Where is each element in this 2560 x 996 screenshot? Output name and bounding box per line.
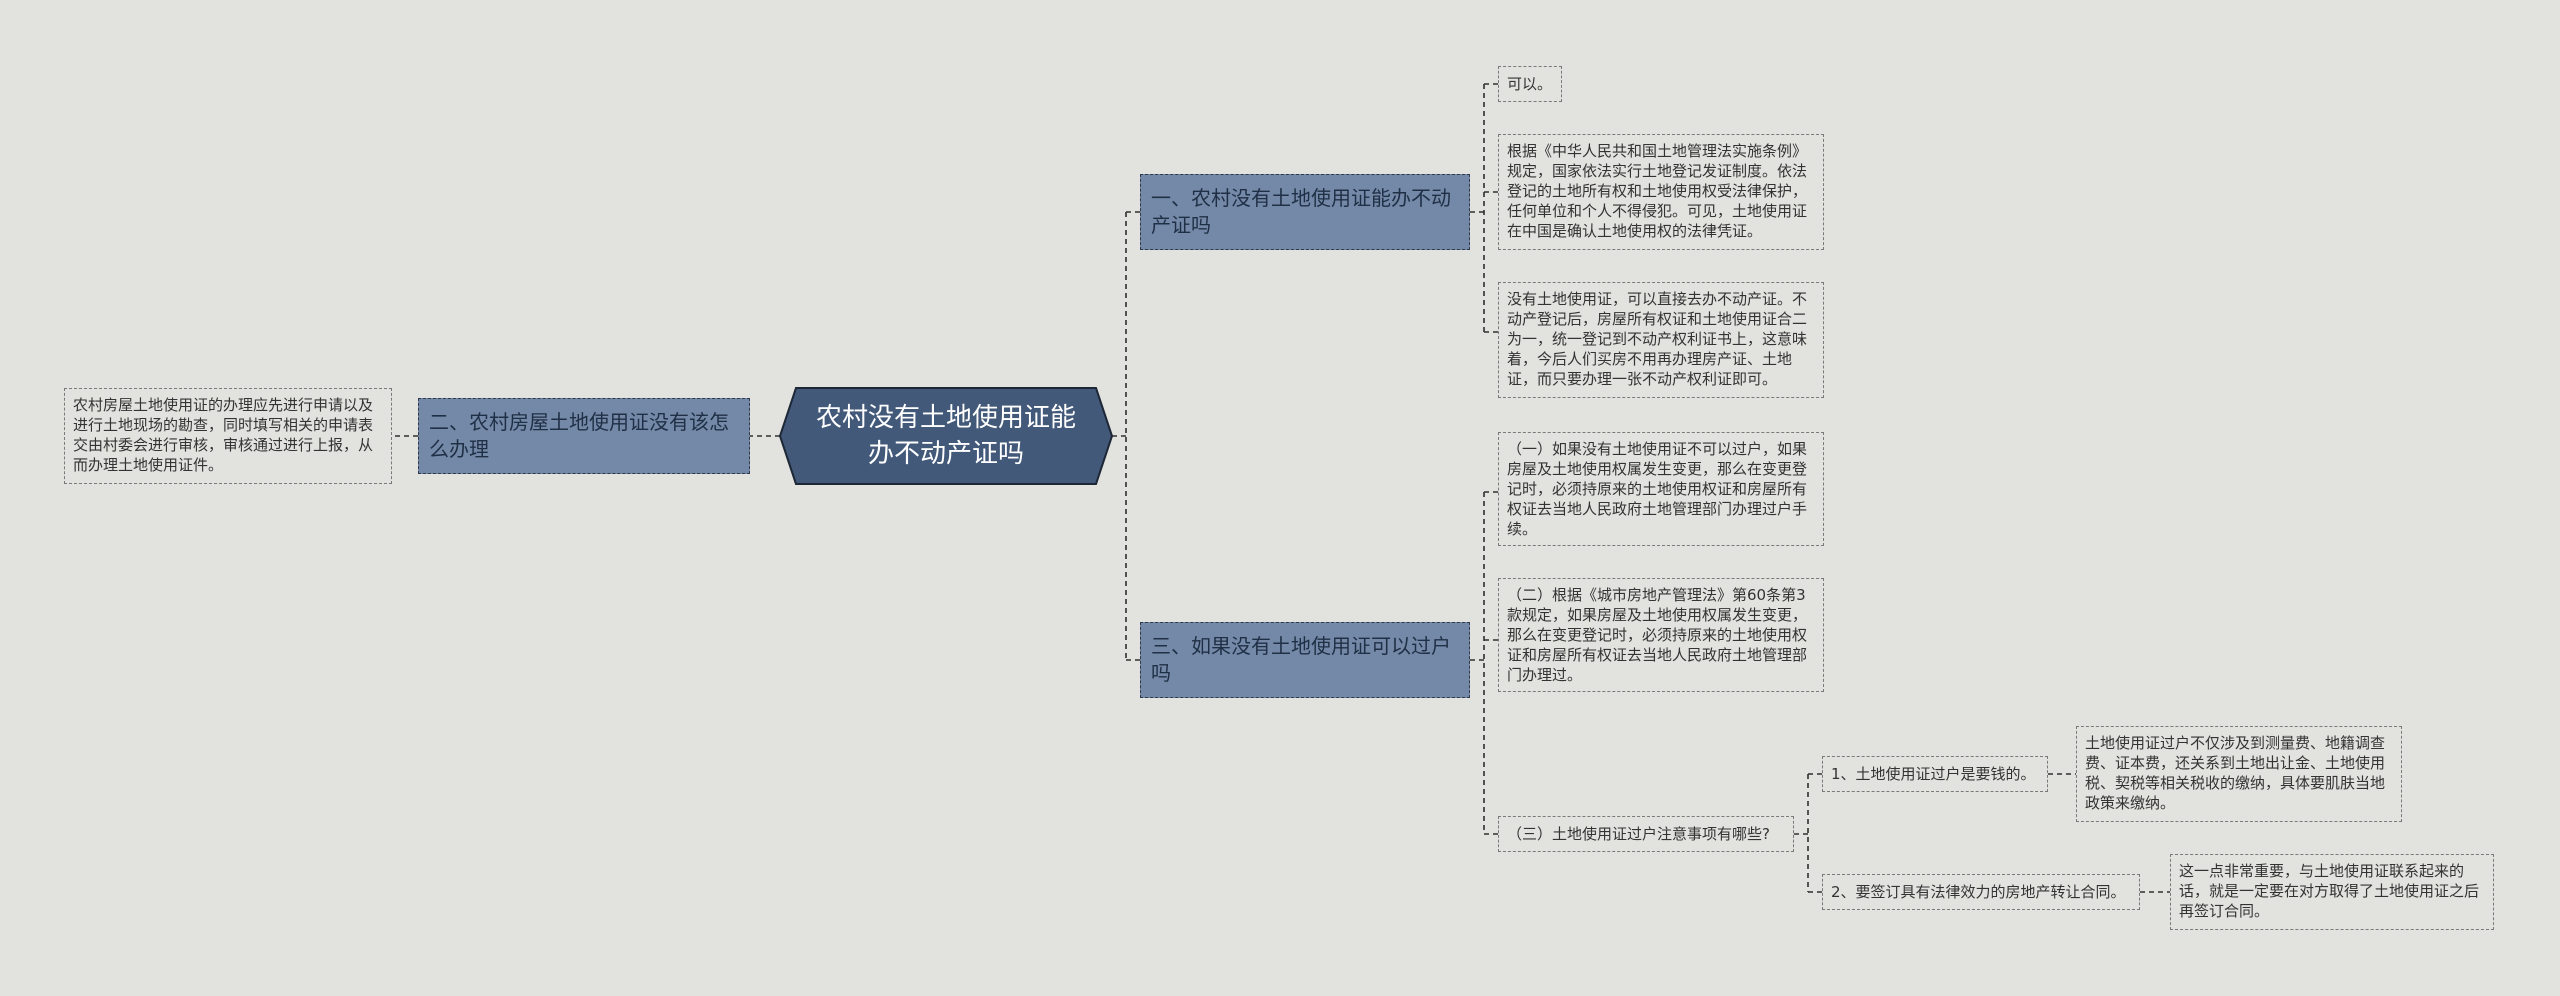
b1-leaf-2[interactable]: 根据《中华人民共和国土地管理法实施条例》规定，国家依法实行土地登记发证制度。依法… <box>1498 134 1824 250</box>
sub-item-1[interactable]: 1、土地使用证过户是要钱的。 <box>1822 756 2048 792</box>
branch-3-node[interactable]: 三、如果没有土地使用证可以过户吗 <box>1140 622 1470 698</box>
b1-leaf-1[interactable]: 可以。 <box>1498 66 1562 102</box>
branch-1-label: 一、农村没有土地使用证能办不动产证吗 <box>1151 186 1451 237</box>
root-shape <box>778 387 1114 485</box>
sub-item-2-text: 2、要签订具有法律效力的房地产转让合同。 <box>1831 883 2126 901</box>
sub-item-1-detail-text: 土地使用证过户不仅涉及到测量费、地籍调查费、证本费，还关系到土地出让金、土地使用… <box>2085 734 2386 812</box>
b1-leaf-2-text: 根据《中华人民共和国土地管理法实施条例》规定，国家依法实行土地登记发证制度。依法… <box>1507 142 1808 240</box>
b2-leaf-1[interactable]: 农村房屋土地使用证的办理应先进行申请以及进行土地现场的勘查，同时填写相关的申请表… <box>64 388 392 484</box>
b3-leaf-1-text: （一）如果没有土地使用证不可以过户，如果房屋及土地使用权属发生变更，那么在变更登… <box>1507 440 1808 538</box>
branch-2-label: 二、农村房屋土地使用证没有该怎么办理 <box>429 410 729 461</box>
b1-leaf-3[interactable]: 没有土地使用证，可以直接去办不动产证。不动产登记后，房屋所有权证和土地使用证合二… <box>1498 282 1824 398</box>
branch-3-label: 三、如果没有土地使用证可以过户吗 <box>1151 634 1451 685</box>
b3-leaf-2-text: （二）根据《城市房地产管理法》第60条第3款规定，如果房屋及土地使用权属发生变更… <box>1507 586 1808 684</box>
b3-leaf-3-text: （三）土地使用证过户注意事项有哪些? <box>1507 825 1770 843</box>
sub-item-2-detail-text: 这一点非常重要，与土地使用证联系起来的话，就是一定要在对方取得了土地使用证之后再… <box>2179 862 2480 920</box>
sub-item-2[interactable]: 2、要签订具有法律效力的房地产转让合同。 <box>1822 874 2140 910</box>
b3-leaf-2[interactable]: （二）根据《城市房地产管理法》第60条第3款规定，如果房屋及土地使用权属发生变更… <box>1498 578 1824 692</box>
root-title: 农村没有土地使用证能办不动产证吗 <box>815 403 1076 469</box>
sub-item-2-detail[interactable]: 这一点非常重要，与土地使用证联系起来的话，就是一定要在对方取得了土地使用证之后再… <box>2170 854 2494 930</box>
b3-leaf-1[interactable]: （一）如果没有土地使用证不可以过户，如果房屋及土地使用权属发生变更，那么在变更登… <box>1498 432 1824 546</box>
branch-2-node[interactable]: 二、农村房屋土地使用证没有该怎么办理 <box>418 398 750 474</box>
b1-leaf-3-text: 没有土地使用证，可以直接去办不动产证。不动产登记后，房屋所有权证和土地使用证合二… <box>1507 290 1808 388</box>
root-node[interactable]: 农村没有土地使用证能办不动产证吗 <box>780 388 1112 484</box>
sub-item-1-detail[interactable]: 土地使用证过户不仅涉及到测量费、地籍调查费、证本费，还关系到土地出让金、土地使用… <box>2076 726 2402 822</box>
b2-leaf-1-text: 农村房屋土地使用证的办理应先进行申请以及进行土地现场的勘查，同时填写相关的申请表… <box>73 396 374 474</box>
branch-1-node[interactable]: 一、农村没有土地使用证能办不动产证吗 <box>1140 174 1470 250</box>
b3-leaf-3[interactable]: （三）土地使用证过户注意事项有哪些? <box>1498 816 1794 852</box>
sub-item-1-text: 1、土地使用证过户是要钱的。 <box>1831 765 2036 783</box>
b1-leaf-1-text: 可以。 <box>1507 75 1553 93</box>
